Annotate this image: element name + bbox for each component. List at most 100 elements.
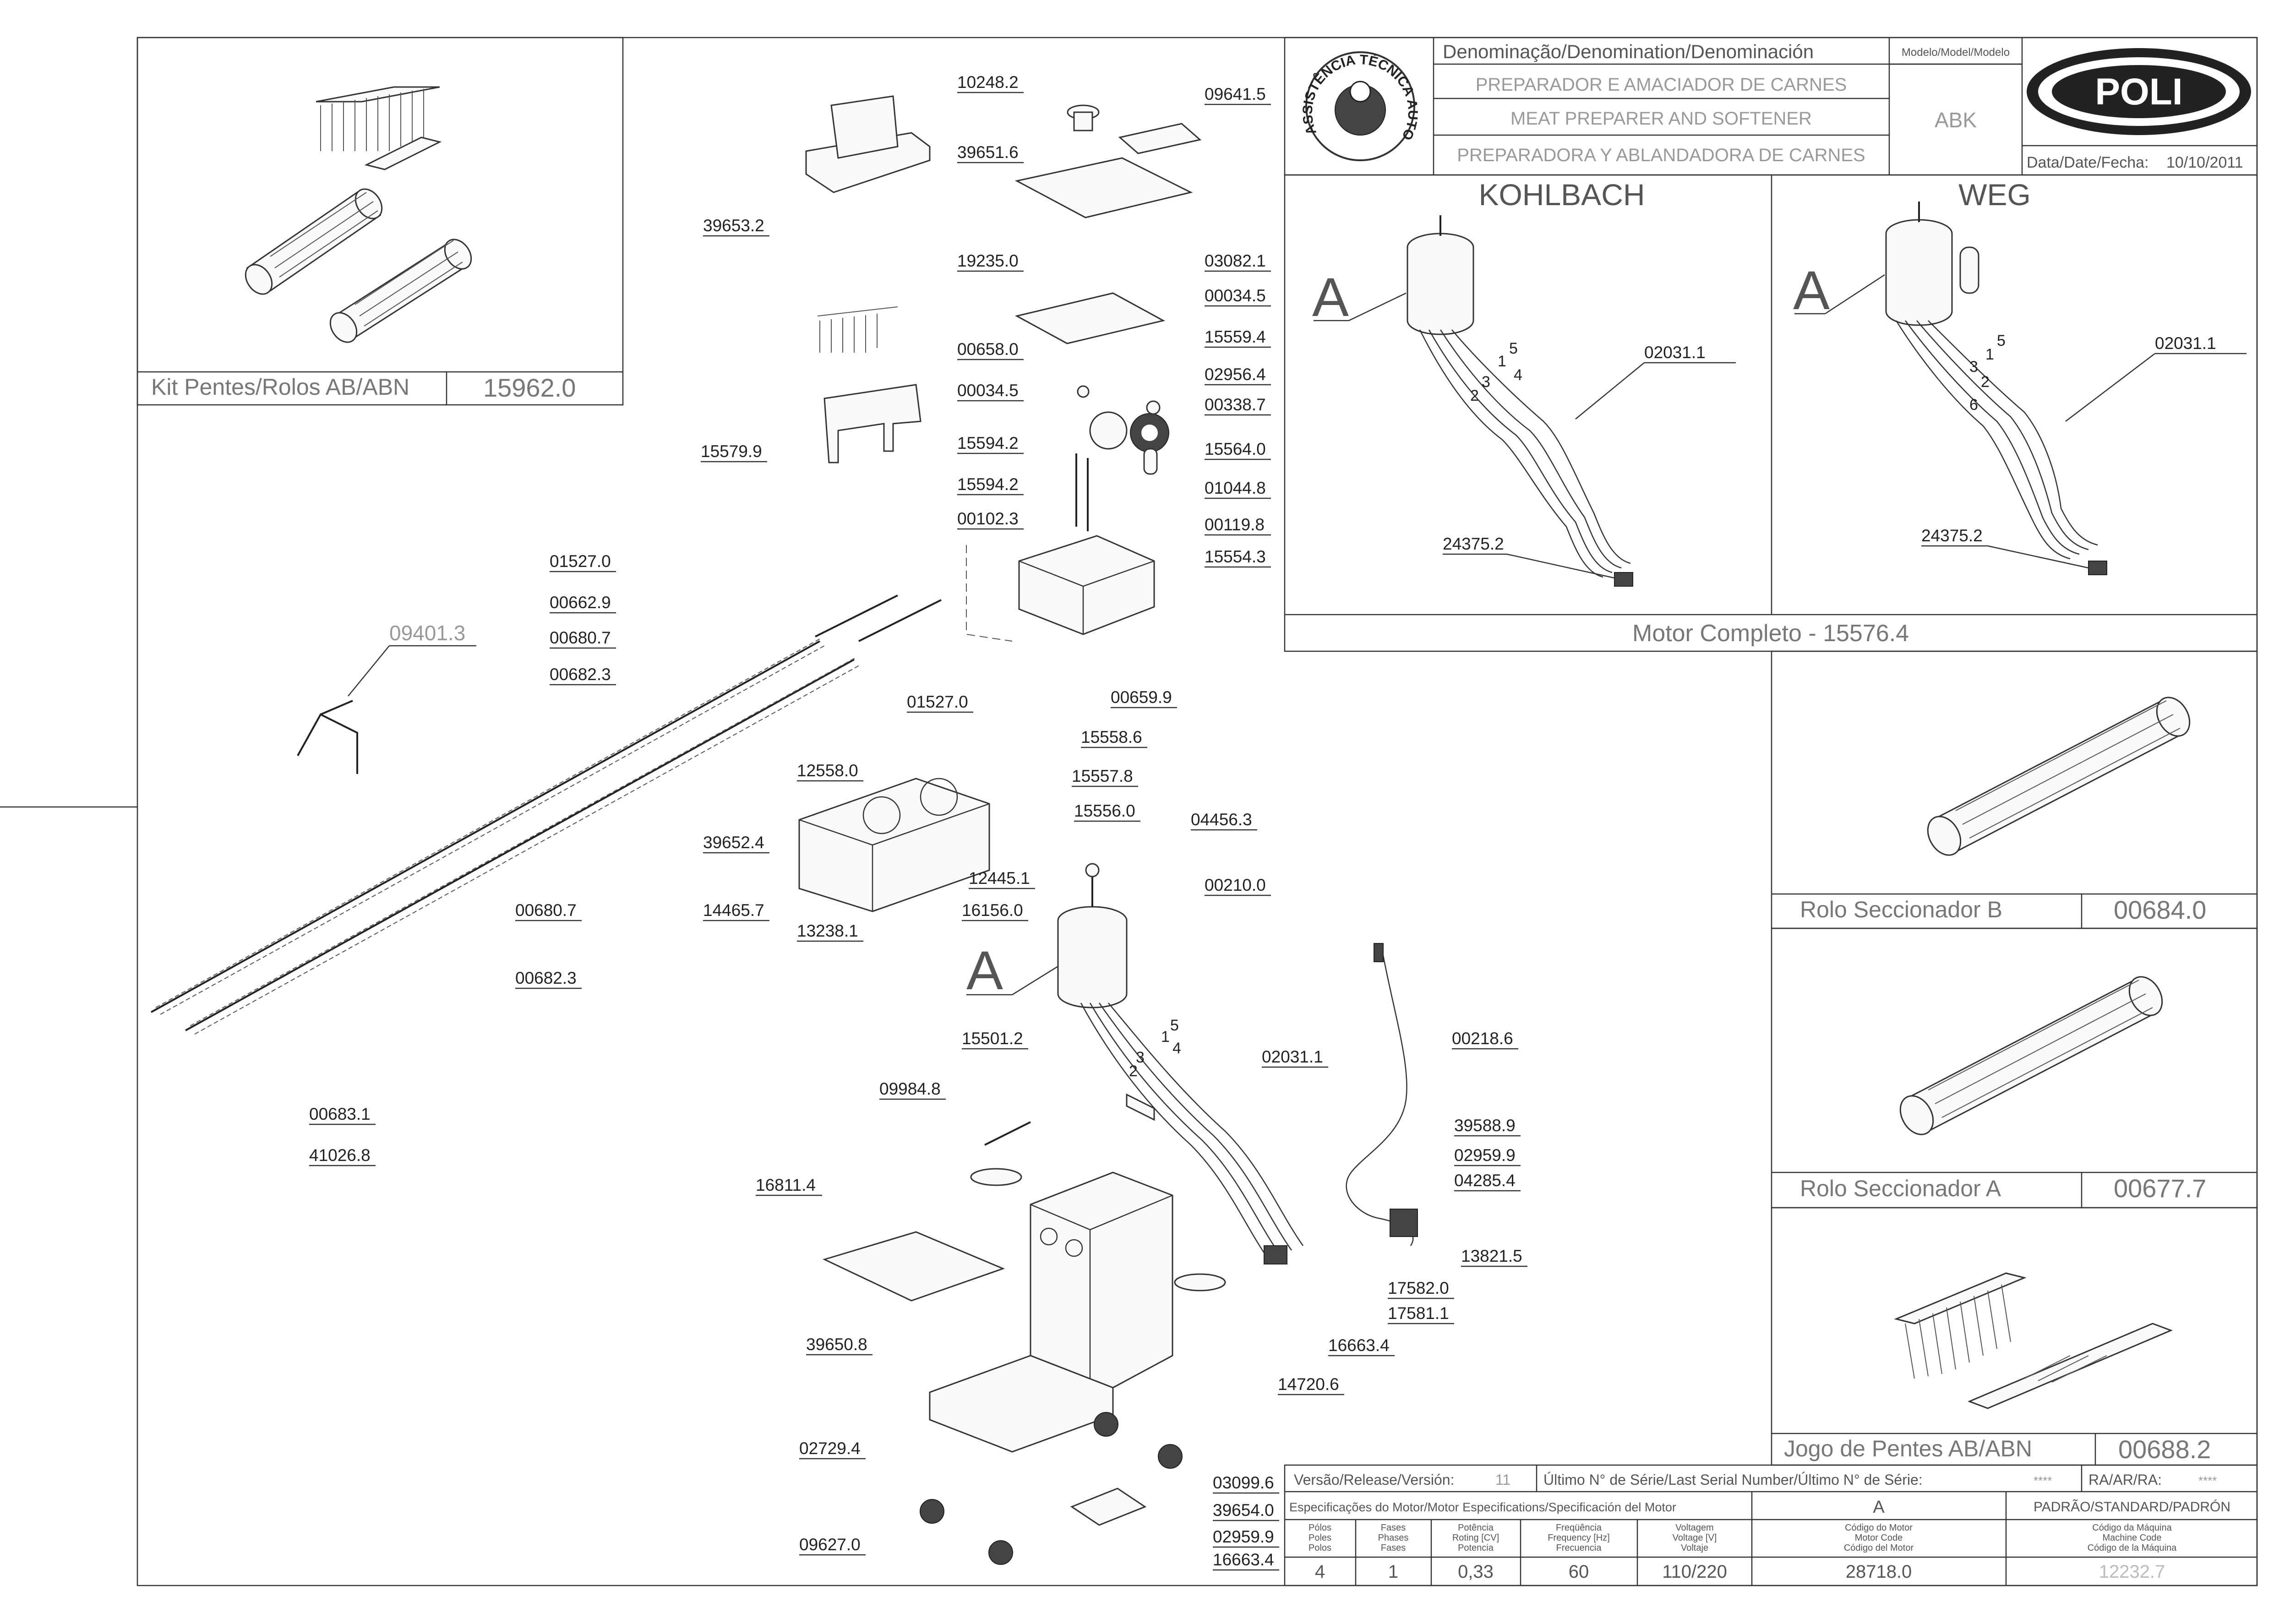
motor-caption: Motor Completo - 15576.4 xyxy=(1632,620,1909,647)
part-label: 14465.7 xyxy=(703,901,764,920)
part-label: 16156.0 xyxy=(962,901,1023,920)
svg-text:4: 4 xyxy=(1514,366,1522,384)
part-label: 15564.0 xyxy=(1205,440,1266,458)
spec-label: Especificações do Motor/Motor Especifica… xyxy=(1289,1500,1676,1514)
svg-text:Fases: Fases xyxy=(1381,1543,1406,1553)
part-label: 01527.0 xyxy=(550,552,611,571)
part-label: 01527.0 xyxy=(907,692,968,711)
serial-label: Último N° de Série/Last Serial Number/Úl… xyxy=(1543,1471,1923,1488)
power-value: 0,33 xyxy=(1458,1562,1494,1582)
part-label: 03099.6 xyxy=(1213,1473,1274,1492)
kit-panel: Kit Pentes/Rolos AB/ABN 15962.0 xyxy=(136,37,624,406)
rolo-a-drawing xyxy=(1899,976,2163,1135)
main-view-letter: A xyxy=(966,940,1003,1001)
part-label: 17582.0 xyxy=(1388,1279,1449,1297)
svg-text:Voltagem: Voltagem xyxy=(1675,1523,1713,1533)
svg-text:3: 3 xyxy=(1136,1049,1145,1066)
foot-4 xyxy=(1158,1444,1183,1469)
svg-text:Roting [CV]: Roting [CV] xyxy=(1452,1533,1499,1543)
part-label: 02031.1 xyxy=(1262,1047,1323,1066)
svg-text:ASSISTÊNCIA TÉCNICA AUTORIZADA: ASSISTÊNCIA TÉCNICA AUTORIZADA xyxy=(0,0,1420,142)
kit-code: 15962.0 xyxy=(483,373,576,402)
weg-title: WEG xyxy=(1958,178,2031,212)
spec-col-motor-code: Código do Motor Motor Code Código del Mo… xyxy=(1844,1523,1914,1582)
weg-motor-drawing: A 5 1 3 2 6 02031.1 24375.2 xyxy=(1793,202,2246,575)
svg-text:3: 3 xyxy=(1482,373,1490,391)
part-label: 15579.9 xyxy=(701,442,762,461)
hook-accessory xyxy=(297,700,358,774)
part-label: 04285.4 xyxy=(1454,1171,1516,1190)
jogo-caption: Jogo de Pentes AB/ABN xyxy=(1784,1436,2032,1461)
motor-panel: KOHLBACH WEG Motor Completo - 15576.4 A … xyxy=(1284,174,2258,652)
part-label: 01044.8 xyxy=(1205,479,1266,497)
frequency-value: 60 xyxy=(1569,1562,1589,1582)
part-label: 00659.9 xyxy=(1111,688,1172,707)
model-header: Modelo/Model/Modelo xyxy=(1902,46,2010,59)
part-label: 16663.4 xyxy=(1213,1550,1274,1569)
name-pt: PREPARADOR E AMACIADOR DE CARNES xyxy=(1476,75,1847,95)
view-letter-a: A xyxy=(1312,267,1349,328)
motor-code-value: 28718.0 xyxy=(1846,1562,1912,1582)
seal-text: ASSISTÊNCIA TÉCNICA AUTORIZADA xyxy=(0,0,1420,142)
power-cord xyxy=(1346,943,1414,1246)
main-motor: A 5 1 4 3 2 xyxy=(966,863,1304,1264)
part-label: 15559.4 xyxy=(1205,327,1266,346)
spec-col-power: Potência Roting [CV] Potencia 0,33 xyxy=(1452,1523,1499,1582)
bracket xyxy=(1070,1488,1147,1526)
foot-1 xyxy=(920,1499,944,1524)
svg-text:1: 1 xyxy=(1161,1028,1170,1046)
svg-text:Frequency [Hz]: Frequency [Hz] xyxy=(1548,1533,1610,1543)
part-label: 09984.8 xyxy=(879,1079,941,1098)
part-label: 00034.5 xyxy=(957,381,1019,400)
rolo-b-caption: Rolo Seccionador B xyxy=(1800,897,2002,922)
part-label: 39653.2 xyxy=(703,216,764,235)
spec-col-machine-code: Código da Máquina Machine Code Código de… xyxy=(2088,1523,2177,1582)
svg-text:6: 6 xyxy=(1969,396,1978,414)
part-label: 12558.0 xyxy=(797,761,858,780)
poli-brand-logo: POLI xyxy=(2027,48,2251,135)
part-label: 02959.9 xyxy=(1213,1527,1274,1546)
motor-panel-border xyxy=(1284,174,2258,652)
part-label: 13238.1 xyxy=(797,921,858,940)
kit-comb-icon xyxy=(316,86,442,170)
part-label: 00102.3 xyxy=(957,509,1019,528)
svg-text:Phases: Phases xyxy=(1378,1533,1409,1543)
part-label: 02729.4 xyxy=(799,1439,861,1458)
bar-09984 xyxy=(984,1121,1031,1146)
denomination-header: Denominação/Denomination/Denominación xyxy=(1443,41,1814,62)
phases-value: 1 xyxy=(1388,1562,1398,1582)
part-label: 19235.0 xyxy=(957,251,1019,270)
part-label: 00658.0 xyxy=(957,340,1019,359)
part-label: 15557.8 xyxy=(1072,767,1133,785)
part-label: 13821.5 xyxy=(1461,1247,1522,1265)
part-label: 02959.9 xyxy=(1454,1146,1516,1165)
rolo-b-code: 00684.0 xyxy=(2114,895,2206,924)
jogo-code: 00688.2 xyxy=(2118,1435,2211,1464)
ra-value: **** xyxy=(2198,1474,2217,1488)
part-label: 09627.0 xyxy=(799,1535,861,1554)
svg-text:Voltaje: Voltaje xyxy=(1681,1543,1708,1553)
title-block: ASSISTÊNCIA TÉCNICA AUTORIZADA Denominaç… xyxy=(0,0,2258,176)
kit-roller-icon xyxy=(245,188,383,295)
svg-text:Voltage [V]: Voltage [V] xyxy=(1673,1533,1717,1543)
svg-text:Código do Motor: Código do Motor xyxy=(1845,1523,1913,1533)
svg-text:Freqüência: Freqüência xyxy=(1556,1523,1602,1533)
part-label: 15594.2 xyxy=(957,434,1019,452)
svg-text:Fases: Fases xyxy=(1381,1523,1406,1533)
side-panel-jogo-pentes: Jogo de Pentes AB/ABN 00688.2 xyxy=(1771,1207,2258,1466)
svg-text:5: 5 xyxy=(1509,340,1518,357)
date-value: 10/10/2011 xyxy=(2166,154,2243,171)
kit-roller-icon-2 xyxy=(329,239,472,343)
svg-text:Poles: Poles xyxy=(1309,1533,1331,1543)
part-label: 03082.1 xyxy=(1205,251,1266,270)
weg-wire-label: 02031.1 xyxy=(2155,334,2216,353)
part-label: 00210.0 xyxy=(1205,876,1266,894)
label-plate xyxy=(1118,123,1202,154)
cover-plate xyxy=(1014,292,1166,344)
svg-text:Machine Code: Machine Code xyxy=(2103,1533,2162,1543)
switch xyxy=(1390,1209,1418,1237)
version-label: Versão/Release/Versión: xyxy=(1294,1471,1454,1488)
part-label: 00338.7 xyxy=(1205,395,1266,414)
svg-text:Motor Code: Motor Code xyxy=(1855,1533,1903,1543)
